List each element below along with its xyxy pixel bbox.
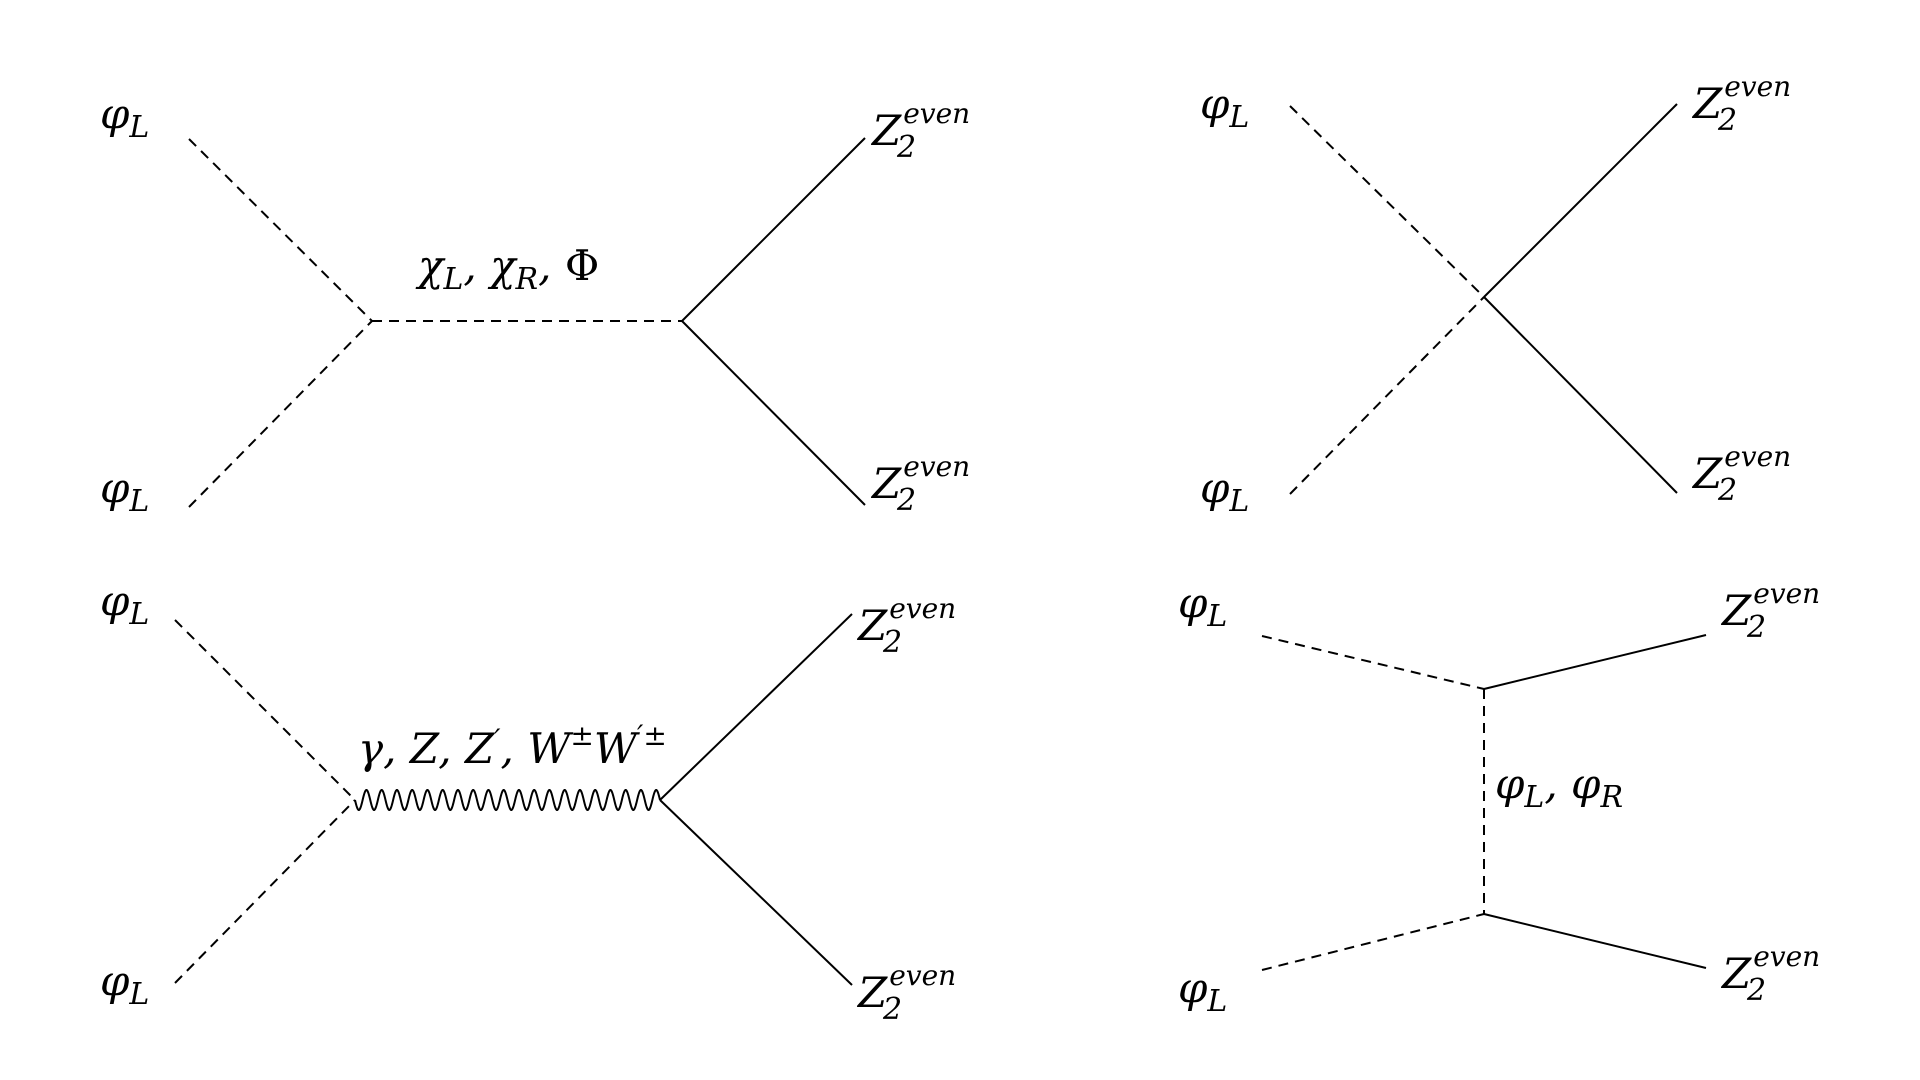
incoming-label-top: φL bbox=[100, 576, 149, 632]
incoming-label-bottom: φL bbox=[1178, 963, 1227, 1019]
propagator-wavy-line bbox=[354, 789, 661, 811]
outgoing-line-bottom bbox=[1483, 913, 1707, 969]
incoming-label-top: φL bbox=[1178, 578, 1227, 634]
propagator-label: χL, χR, Φ bbox=[415, 241, 599, 297]
outgoing-line-bottom bbox=[659, 799, 853, 986]
incoming-line-top bbox=[1261, 635, 1485, 690]
outgoing-line-top bbox=[1483, 103, 1678, 298]
incoming-label-top: φL bbox=[100, 89, 149, 145]
outgoing-line-top bbox=[1483, 634, 1707, 690]
incoming-label-top: φL bbox=[1200, 79, 1249, 135]
outgoing-line-top bbox=[659, 613, 853, 801]
propagator-label: φL, φR bbox=[1495, 759, 1623, 815]
incoming-label-bottom: φL bbox=[100, 956, 149, 1012]
propagator-label: γ, Z, Z′, W±W′± bbox=[358, 719, 667, 773]
incoming-line-top bbox=[174, 619, 356, 801]
outgoing-line-top bbox=[681, 137, 866, 322]
incoming-label-bottom: φL bbox=[100, 463, 149, 519]
incoming-line-bottom bbox=[1261, 913, 1485, 971]
incoming-line-bottom bbox=[188, 320, 373, 508]
outgoing-line-bottom bbox=[1483, 296, 1678, 494]
incoming-line-top bbox=[188, 138, 373, 322]
incoming-label-bottom: φL bbox=[1200, 463, 1249, 519]
outgoing-line-bottom bbox=[681, 320, 866, 506]
incoming-line-bottom bbox=[174, 799, 356, 984]
incoming-line-bottom bbox=[1289, 296, 1485, 495]
incoming-line-top bbox=[1289, 105, 1485, 298]
